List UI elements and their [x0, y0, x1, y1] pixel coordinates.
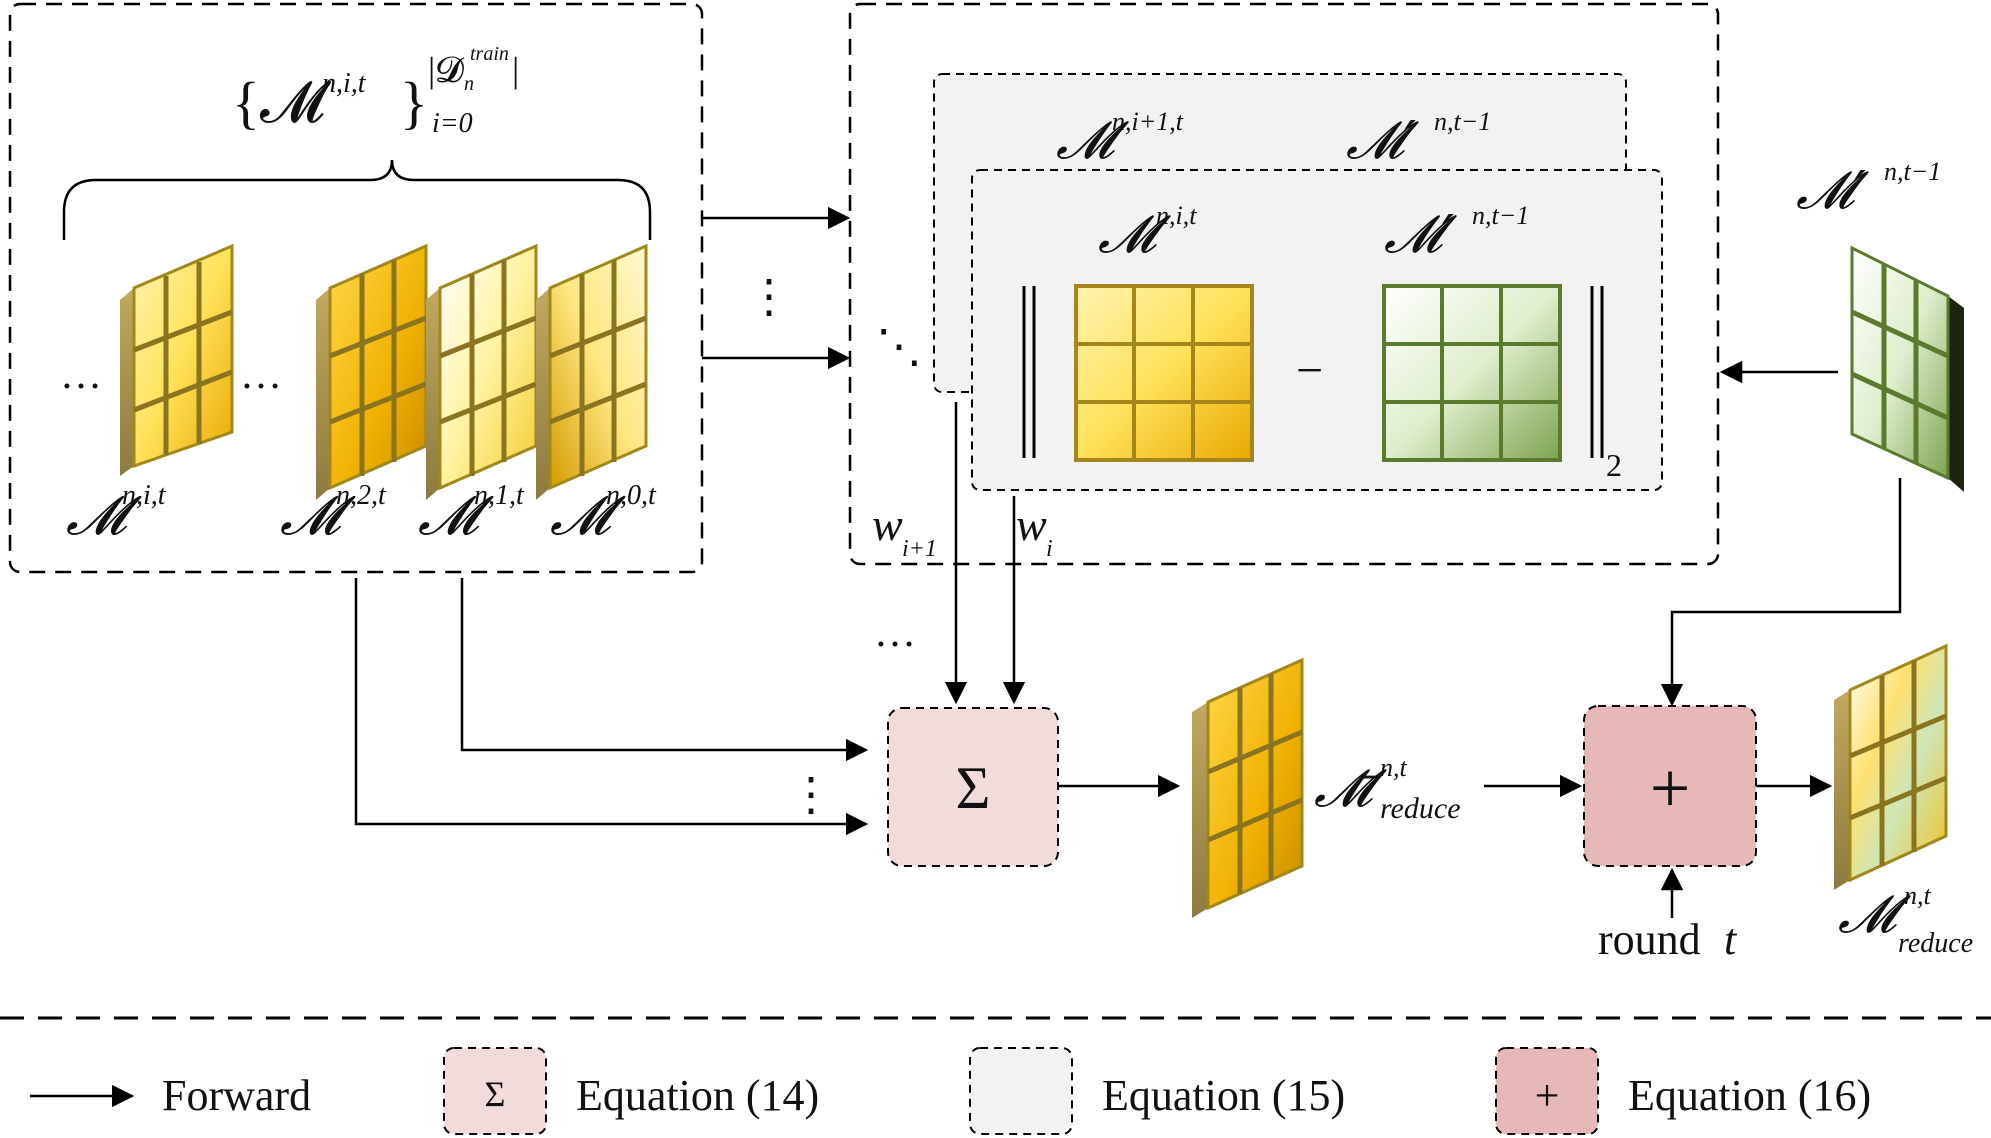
svg-text:w: w	[1016, 499, 1047, 550]
front-card-right-label: 𝓜′ n,t−1	[1384, 201, 1529, 265]
svg-text:round: round	[1598, 915, 1701, 964]
svg-text:𝓜′: 𝓜′	[1796, 161, 1869, 221]
svg-text:𝓜̄: 𝓜̄	[1314, 759, 1387, 819]
svg-text:𝓜′: 𝓜′	[1346, 111, 1419, 171]
averaged-map	[1192, 657, 1304, 918]
svg-text:i+1: i+1	[902, 536, 937, 562]
svg-text:{𝓜: {𝓜	[232, 70, 332, 135]
front-card-gold-grid	[1074, 284, 1254, 462]
legend-forward-text: Forward	[162, 1071, 311, 1120]
svg-text:i: i	[1046, 536, 1053, 562]
front-card-green-grid	[1382, 284, 1562, 462]
map-label-i: 𝓜 n,i,t	[66, 480, 167, 547]
minus-sign: −	[1296, 344, 1323, 397]
output-map	[1834, 643, 1948, 890]
brace	[62, 159, 652, 240]
plus-symbol: +	[1650, 748, 1691, 828]
map-label-1: 𝓜 n,1,t	[418, 480, 525, 547]
prev-global-map-label: 𝓜′ n,t−1	[1796, 157, 1941, 221]
svg-text:|: |	[512, 50, 519, 90]
arrow-map-2-to-sum	[354, 578, 869, 836]
map-label-2: 𝓜 n,2,t	[280, 480, 387, 547]
ellipsis-left: …	[60, 352, 102, 398]
arrow-prev-map-to-plus	[1660, 478, 1902, 707]
svg-text:n,t: n,t	[1904, 881, 1932, 910]
norm-container	[848, 2, 1720, 566]
legend-eq15-text: Equation (15)	[1102, 1071, 1345, 1120]
svg-text:w: w	[872, 499, 903, 550]
svg-text:n,2,t: n,2,t	[336, 480, 387, 511]
legend-eq16-text: Equation (16)	[1628, 1071, 1871, 1120]
legend-eq14-swatch	[443, 1047, 547, 1135]
arrow-map-1-to-sum	[460, 578, 869, 762]
svg-text:n,i,t: n,i,t	[1156, 201, 1197, 230]
svg-text:n,i,t: n,i,t	[322, 68, 367, 99]
svg-text:n,t−1: n,t−1	[1472, 201, 1529, 230]
weight-label-i-plus-1: w i+1	[872, 499, 937, 562]
svg-text:n,i+1,t: n,i+1,t	[1112, 107, 1184, 136]
svg-text:reduce: reduce	[1380, 792, 1461, 825]
vdots-sum: ⋮	[788, 769, 834, 820]
svg-text:𝓜′: 𝓜′	[1384, 205, 1457, 265]
norm-subscript: 2	[1606, 447, 1622, 483]
svg-text:}: }	[400, 70, 428, 135]
svg-text:n: n	[464, 73, 474, 95]
svg-text:n,i,t: n,i,t	[122, 480, 167, 511]
svg-text:n,t−1: n,t−1	[1884, 157, 1941, 186]
feature-map-1	[426, 243, 538, 500]
svg-text:reduce: reduce	[1898, 928, 1973, 959]
svg-text:t: t	[1724, 915, 1738, 964]
legend-eq15-swatch	[969, 1047, 1073, 1135]
svg-text:n,1,t: n,1,t	[474, 480, 525, 511]
ellipsis-mid: …	[240, 352, 282, 398]
legend-eq14-symbol: Σ	[485, 1074, 506, 1114]
svg-text:train: train	[470, 43, 509, 65]
svg-text:n,0,t: n,0,t	[606, 480, 657, 511]
feature-map-i	[120, 243, 234, 476]
svg-text:|𝓓: |𝓓	[428, 50, 464, 90]
legend-eq16-swatch	[1495, 1047, 1599, 1135]
legend-eq16-symbol: +	[1535, 1071, 1560, 1120]
map-label-0: 𝓜 n,0,t	[550, 480, 657, 547]
set-label: {𝓜 n,i,t } |𝓓 train n | i=0	[232, 43, 519, 139]
svg-text:n,t: n,t	[1380, 753, 1408, 782]
ellipsis-weights: …	[874, 610, 916, 656]
sum-symbol: Σ	[956, 755, 991, 821]
ddots: ⋱	[876, 321, 922, 372]
weight-label-i: w i	[1016, 499, 1053, 562]
vdots-between: ⋮	[746, 271, 792, 322]
feature-maps-container	[8, 2, 704, 574]
legend-eq14-text: Equation (14)	[576, 1071, 819, 1120]
svg-text:i=0: i=0	[432, 108, 473, 139]
prev-global-map	[1850, 245, 1964, 492]
averaged-map-label: 𝓜̄ n,t reduce	[1314, 753, 1461, 825]
svg-text:n,t−1: n,t−1	[1434, 107, 1491, 136]
feature-map-0	[536, 243, 648, 500]
round-label: round t	[1598, 915, 1738, 964]
feature-map-2	[316, 243, 428, 500]
output-map-label: 𝓜 n,t reduce	[1838, 881, 1973, 959]
back-card-right-label: 𝓜′ n,t−1	[1346, 107, 1491, 171]
